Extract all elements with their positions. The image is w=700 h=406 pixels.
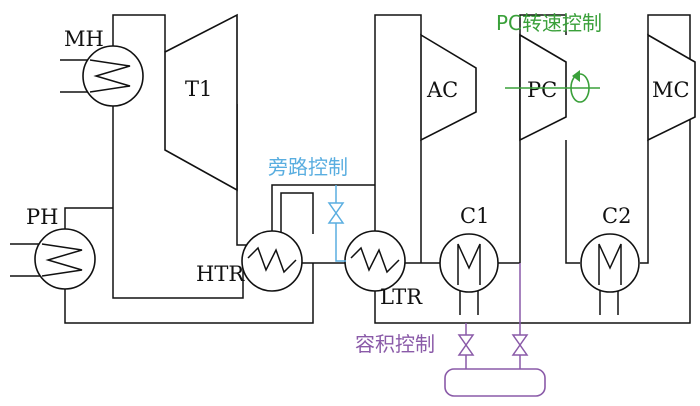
compressor-ac: AC xyxy=(420,33,477,142)
pipe-ph-to-left xyxy=(64,207,113,231)
pipe-t1-exhaust xyxy=(236,104,255,246)
pipe-t1-inlet xyxy=(112,14,166,68)
label-t1: T1 xyxy=(185,77,212,101)
label-mh: MH xyxy=(64,27,104,51)
volume-control: 容积控制 xyxy=(355,263,546,397)
label-c2: C2 xyxy=(602,204,631,228)
annotation-pc-speed-control: PC转速控制 xyxy=(496,11,602,35)
pipe-pc-c2 xyxy=(565,140,580,264)
storage-tank xyxy=(444,368,546,397)
label-ac: AC xyxy=(426,78,458,102)
annotation-volume-control: 容积控制 xyxy=(355,332,435,356)
pipe-htr-mid xyxy=(280,192,314,234)
pipe-htr-top xyxy=(271,184,375,234)
pipe-c2-mc xyxy=(640,140,649,264)
pipe-loop-bottom xyxy=(112,231,244,299)
recuperator-ltr: LTR xyxy=(344,230,423,309)
label-pc: PC xyxy=(527,78,557,102)
label-mc: MC xyxy=(652,78,690,102)
mh-heater: MH xyxy=(60,27,144,107)
label-c1: C1 xyxy=(460,204,489,228)
label-htr: HTR xyxy=(196,262,245,286)
ph-heater: PH xyxy=(10,205,96,290)
label-ltr: LTR xyxy=(380,285,423,309)
pipe-ltr-pc xyxy=(374,14,691,324)
pc-speed-control: PC转速控制 xyxy=(496,11,602,103)
cooler-c2: C2 xyxy=(580,204,640,315)
cooler-c1: C1 xyxy=(439,204,499,315)
bypass-valve-icon xyxy=(327,202,345,215)
compressor-mc: MC xyxy=(647,33,696,142)
turbine-t1: T1 xyxy=(164,13,238,192)
pipe-ph-bottom xyxy=(64,263,314,324)
rotation-arrow-icon xyxy=(572,70,580,82)
volume-valve-right-icon xyxy=(511,334,529,347)
bypass-control: 旁路控制 xyxy=(268,155,348,262)
pipe-ac-loop xyxy=(374,14,422,263)
recuperator-htr: HTR xyxy=(196,230,303,292)
volume-valve-left-icon xyxy=(457,334,475,347)
annotation-bypass-control: 旁路控制 xyxy=(268,155,348,179)
label-ph: PH xyxy=(26,205,58,229)
